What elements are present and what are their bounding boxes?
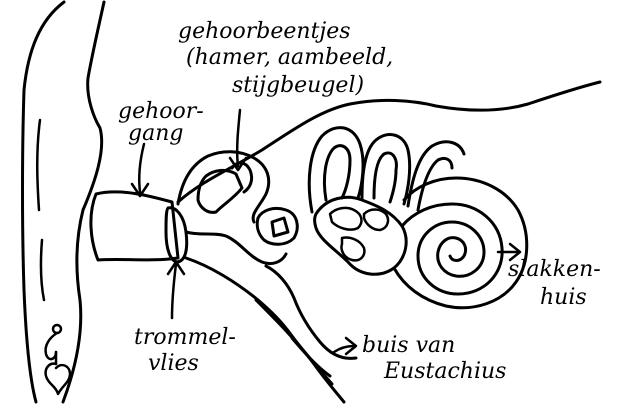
label-gehoorbeentjes-3: stijgbeugel) xyxy=(232,73,364,98)
label-buis-2: Eustachius xyxy=(383,359,506,384)
ossicles xyxy=(198,163,297,244)
label-gehoorbeentjes-2: (hamer, aambeeld, xyxy=(186,45,393,70)
heart-earring-icon xyxy=(46,325,70,394)
label-slakkenhuis-2: huis xyxy=(540,285,587,310)
label-gehoorbeentjes-1: gehoorbeentjes xyxy=(178,19,351,44)
inner-ear-outline xyxy=(178,82,600,376)
label-buis-1: buis van xyxy=(362,333,455,358)
label-trommelvlies-1: trommel- xyxy=(134,325,236,350)
label-trommelvlies-2: vlies xyxy=(148,351,199,376)
label-slakkenhuis-1: slakken- xyxy=(508,257,601,282)
outer-ear xyxy=(23,2,105,402)
label-gehoorgang-2: gang xyxy=(128,121,183,146)
cochlea xyxy=(394,178,527,308)
vestibule xyxy=(315,197,407,274)
